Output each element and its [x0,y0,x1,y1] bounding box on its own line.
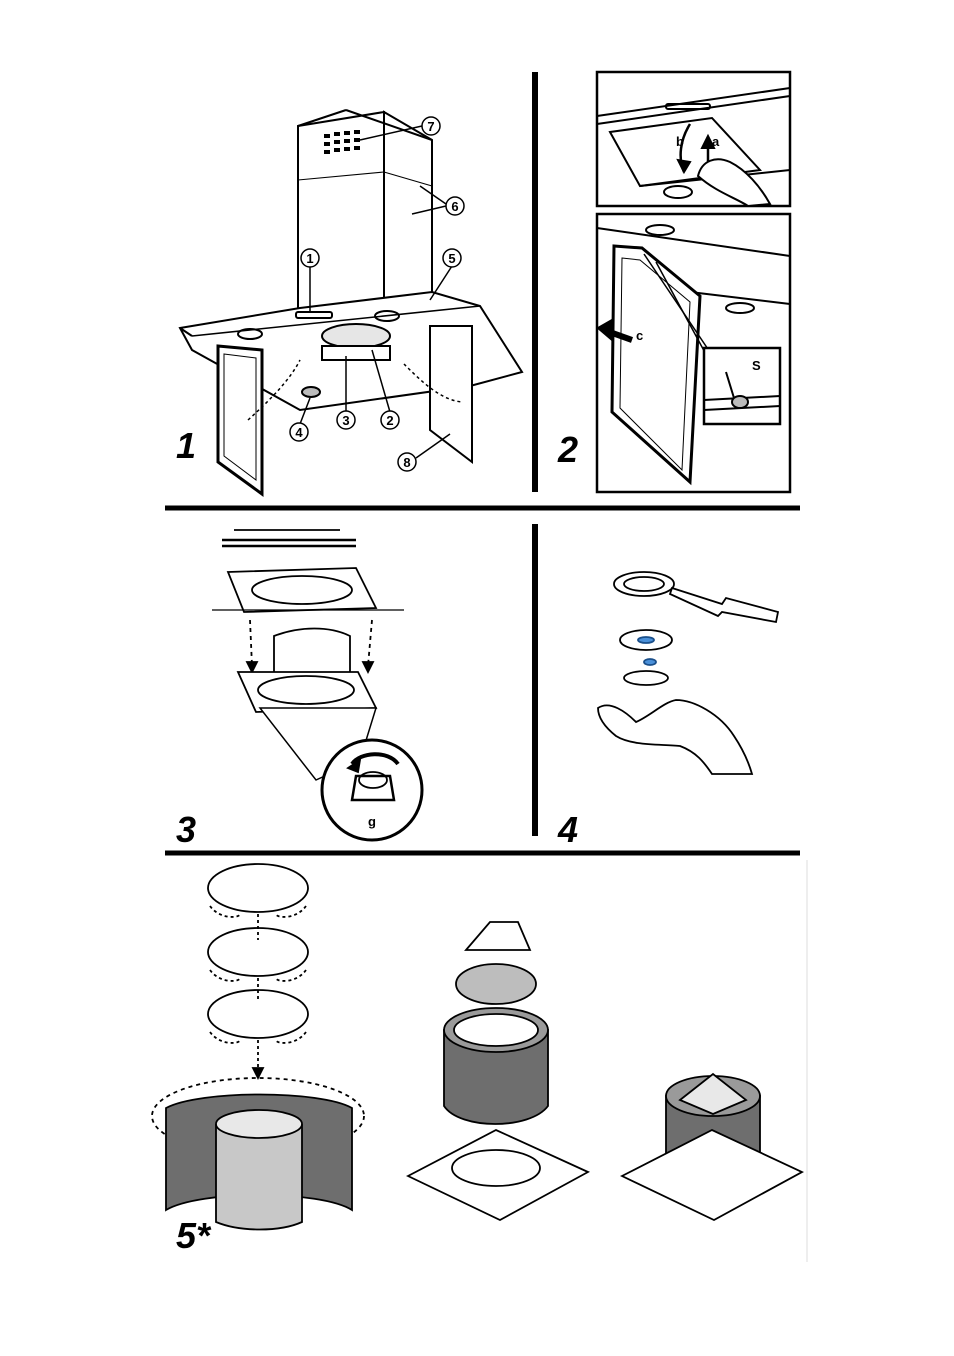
callout-8: 8 [403,455,410,470]
label-s: S [752,358,761,373]
label-c: c [636,328,643,343]
label-b: b [676,134,684,149]
control-panel [296,312,332,318]
callout-2: 2 [386,413,393,428]
callout-1: 1 [306,251,313,266]
filter-ring-2 [208,928,308,976]
callout-6: 6 [451,199,458,214]
lamp-cover [614,572,674,596]
step-number-5: 5* [176,1215,212,1256]
panel-5-carbon-filter [152,864,802,1230]
step-number-4: 4 [557,809,578,850]
panel-2-filter-removal [597,72,790,492]
grey-disc [456,964,536,1004]
chimney-front [298,112,384,318]
filter-ring-1 [208,864,308,912]
step-number-1: 1 [176,425,196,466]
hand [598,700,752,774]
label-a: a [712,134,720,149]
label-g: g [368,814,376,829]
filter-panel-left [218,346,262,494]
lamp-ring [624,671,668,685]
step-number-2: 2 [557,429,578,470]
zoom-inset-box [704,348,780,424]
panel-4-lamp [598,572,778,774]
ceiling-plate [228,568,376,612]
callout-3: 3 [342,413,349,428]
hand-top [698,159,770,206]
filter-panel-right [430,326,472,462]
panel-1-hood-overview [180,110,522,494]
step-number-3: 3 [176,809,196,850]
base-plate-right [622,1130,802,1220]
callout-5: 5 [448,251,455,266]
filter-cylinder [216,1124,302,1230]
motor-housing [322,324,390,348]
lamp-bulb [644,659,656,665]
callout-4: 4 [295,425,303,440]
base-plate-middle [408,1130,588,1220]
top-cover-triangle [466,922,530,950]
screwdriver [670,588,778,622]
callout-7: 7 [427,119,434,134]
panel-3-duct [212,530,422,840]
